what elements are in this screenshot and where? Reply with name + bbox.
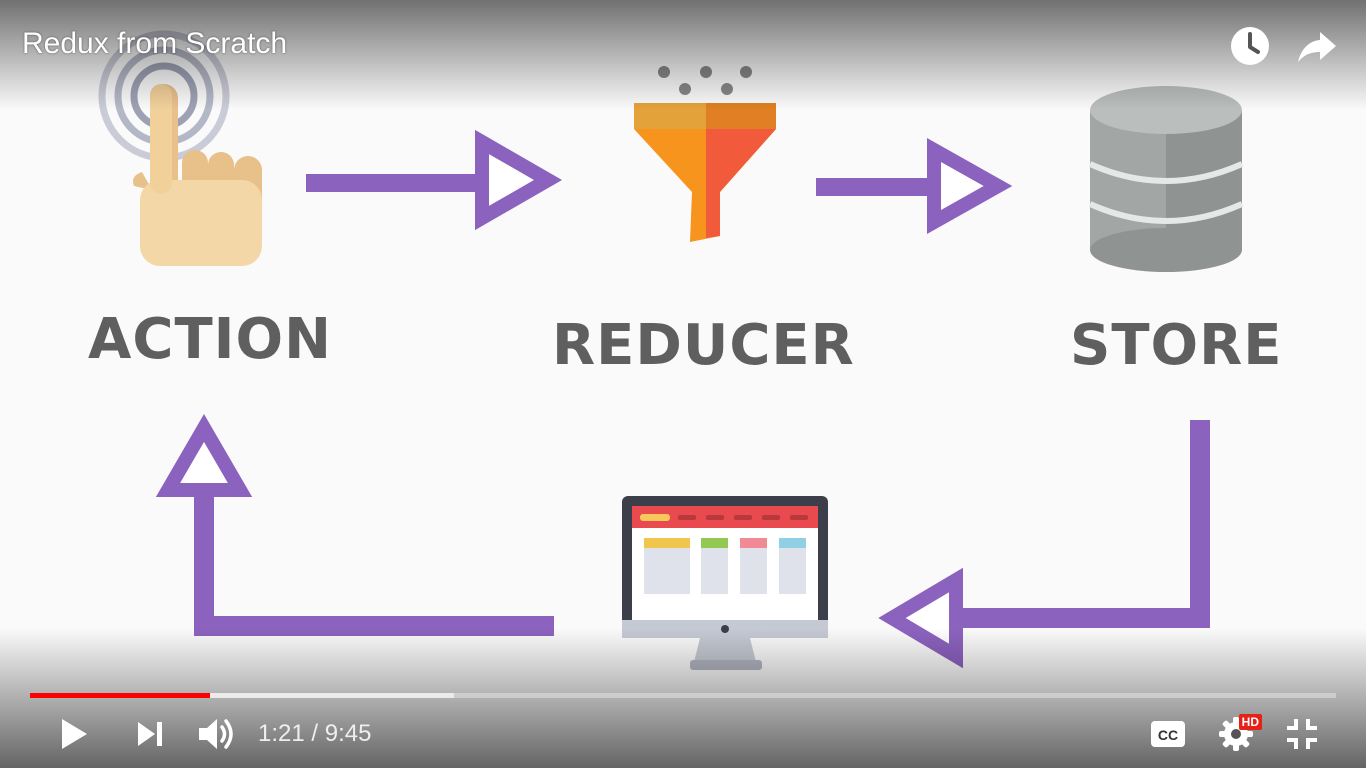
play-button[interactable] (52, 712, 96, 756)
hd-badge: HD (1238, 714, 1262, 730)
exit-fullscreen-button[interactable] (1280, 712, 1324, 756)
arrow-store-to-view (878, 420, 1210, 669)
volume-icon (199, 719, 233, 749)
top-overlay (0, 0, 1366, 110)
label-store: STORE (1070, 313, 1283, 378)
arrow-action-to-reducer (306, 129, 563, 231)
progress-bar[interactable] (30, 693, 1336, 698)
video-title[interactable]: Redux from Scratch (22, 27, 288, 60)
share-icon (1298, 32, 1336, 62)
settings-button[interactable]: HD (1212, 712, 1262, 756)
database-icon (1088, 86, 1244, 272)
next-button[interactable] (128, 712, 172, 756)
progress-buffered (30, 693, 454, 698)
exit-fullscreen-icon (1287, 719, 1317, 749)
watch-later-button[interactable] (1228, 24, 1272, 68)
arrow-view-to-action (155, 414, 554, 636)
share-button[interactable] (1296, 24, 1340, 68)
clock-icon (1231, 27, 1269, 65)
next-icon (138, 722, 162, 746)
captions-icon: CC (1151, 721, 1185, 747)
tap-hand-icon (98, 30, 262, 266)
play-icon (62, 719, 87, 749)
label-reducer: REDUCER (552, 313, 855, 378)
volume-button[interactable] (194, 712, 238, 756)
arrow-reducer-to-store (816, 138, 1013, 234)
time-display: 1:21 / 9:45 (258, 720, 372, 747)
progress-played (30, 693, 210, 698)
label-action: ACTION (88, 307, 332, 372)
svg-text:CC: CC (1158, 727, 1178, 743)
captions-button[interactable]: CC (1146, 712, 1190, 756)
